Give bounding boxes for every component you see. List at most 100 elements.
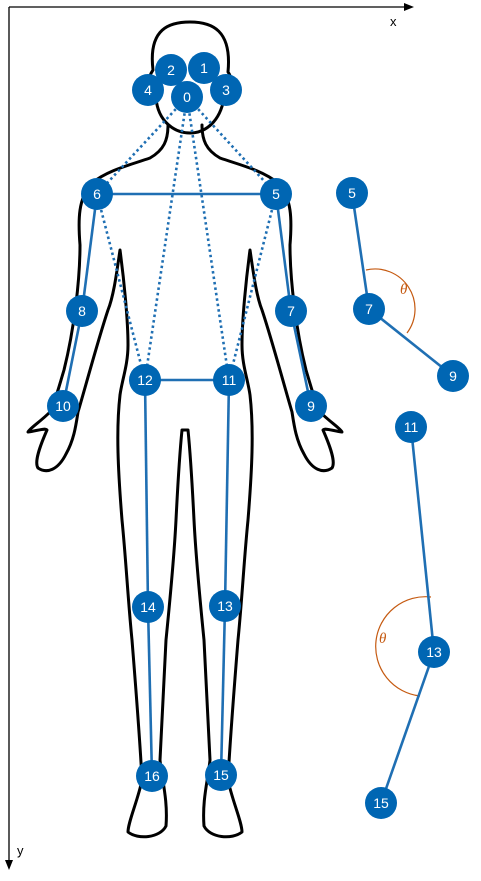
keypoint-0-marker (171, 81, 203, 113)
keypoint-16-marker (136, 760, 168, 792)
y-axis-label: y (17, 843, 24, 858)
keypoint-1: 1 (188, 52, 220, 84)
leg-link-13-15 (379, 651, 436, 804)
leg-angle-diagram: θ 11 13 15 (365, 411, 450, 819)
keypoint-15: 15 (205, 759, 237, 791)
leg-angle-arc (375, 596, 432, 697)
keypoint-5-marker (260, 178, 292, 210)
arm-joint-7-marker (353, 293, 385, 325)
arm-joint-7-label: 7 (365, 301, 373, 317)
solid-link-6-8 (80, 193, 99, 312)
arm-joint-5-marker (336, 177, 368, 209)
keypoint-13-label: 13 (217, 598, 233, 614)
keypoint-3-marker (210, 74, 242, 106)
x-axis-arrow (404, 3, 414, 11)
keypoint-10-label: 10 (55, 398, 71, 414)
keypoint-3: 3 (210, 74, 242, 106)
dotted-link-0-11 (185, 96, 231, 381)
keypoint-8-marker (66, 295, 98, 327)
keypoint-15-marker (205, 759, 237, 791)
leg-link-11-13 (409, 426, 436, 653)
keypoint-15-label: 15 (213, 767, 229, 783)
keypoint-5-label: 5 (272, 186, 280, 202)
keypoint-11: 11 (213, 364, 245, 396)
leg-joint-15-label: 15 (373, 795, 389, 811)
keypoint-9: 9 (295, 390, 327, 422)
keypoint-2-label: 2 (167, 62, 175, 78)
leg-angle-theta: θ (379, 631, 387, 647)
keypoint-8: 8 (66, 295, 98, 327)
keypoint-10: 10 (47, 390, 79, 422)
leg-joint-15: 15 (365, 787, 397, 819)
arm-angle-arc (365, 268, 416, 334)
arm-link-5-7 (350, 192, 371, 310)
solid-link-8-10 (61, 310, 84, 407)
keypoint-4: 4 (132, 74, 164, 106)
y-axis-arrow (5, 860, 13, 870)
skeleton-solid-links (61, 192, 313, 777)
solid-link-12-14 (143, 379, 150, 608)
keypoint-0: 0 (171, 81, 203, 113)
arm-joint-9-marker (437, 360, 469, 392)
keypoint-4-marker (132, 74, 164, 106)
arm-link-7-9 (368, 307, 454, 378)
dotted-link-5-11 (227, 193, 278, 381)
keypoint-16: 16 (136, 760, 168, 792)
keypoint-7: 7 (275, 295, 307, 327)
keypoint-2-marker (155, 54, 187, 86)
keypoint-12-label: 12 (137, 372, 153, 388)
arm-joint-9: 9 (437, 360, 469, 392)
keypoint-13: 13 (209, 590, 241, 622)
keypoint-2: 2 (155, 54, 187, 86)
arm-joint-7: 7 (353, 293, 385, 325)
dotted-link-0-6 (96, 96, 188, 195)
arm-angle-diagram: θ 5 7 9 (336, 177, 469, 392)
arm-joint-5-label: 5 (348, 185, 356, 201)
solid-link-11-13 (223, 379, 231, 607)
keypoint-6-marker (81, 178, 113, 210)
keypoint-1-marker (188, 52, 220, 84)
keypoint-4-label: 4 (144, 82, 152, 98)
leg-joint-11-label: 11 (404, 419, 419, 435)
keypoint-3-label: 3 (222, 82, 230, 98)
torso-outline (26, 123, 344, 839)
solid-link-5-7 (274, 193, 293, 312)
leg-joint-13-label: 13 (426, 644, 442, 660)
keypoint-7-marker (275, 295, 307, 327)
arm-angle-theta: θ (400, 282, 408, 298)
keypoint-1-label: 1 (200, 60, 208, 76)
keypoint-14-marker (132, 591, 164, 623)
dotted-link-0-12 (143, 96, 189, 381)
keypoint-6-label: 6 (93, 186, 101, 202)
human-body-outline (26, 20, 344, 839)
keypoint-8-label: 8 (78, 303, 86, 319)
keypoint-16-label: 16 (144, 768, 160, 784)
leg-joint-13: 13 (418, 636, 450, 668)
arm-joint-9-label: 9 (449, 368, 457, 384)
solid-link-7-9 (289, 310, 313, 407)
keypoint-11-label: 11 (222, 372, 237, 388)
keypoint-5: 5 (260, 178, 292, 210)
keypoint-12-marker (129, 364, 161, 396)
solid-link-14-16 (146, 606, 154, 777)
keypoint-14-label: 14 (140, 599, 156, 615)
leg-joint-11: 11 (395, 411, 427, 443)
leg-joint-11-marker (395, 411, 427, 443)
solid-link-13-15 (219, 605, 227, 776)
skeleton-dotted-links (95, 96, 278, 381)
leg-joint-13-marker (418, 636, 450, 668)
keypoint-14: 14 (132, 591, 164, 623)
keypoint-13-marker (209, 590, 241, 622)
keypoint-9-label: 9 (307, 398, 315, 414)
coordinate-axes: x y (5, 3, 414, 870)
leg-joint-15-marker (365, 787, 397, 819)
keypoint-0-label: 0 (183, 89, 191, 105)
x-axis-label: x (390, 14, 397, 29)
keypoint-10-marker (47, 390, 79, 422)
keypoint-7-label: 7 (287, 303, 295, 319)
dotted-link-6-12 (95, 193, 147, 381)
keypoint-12: 12 (129, 364, 161, 396)
arm-joint-5: 5 (336, 177, 368, 209)
